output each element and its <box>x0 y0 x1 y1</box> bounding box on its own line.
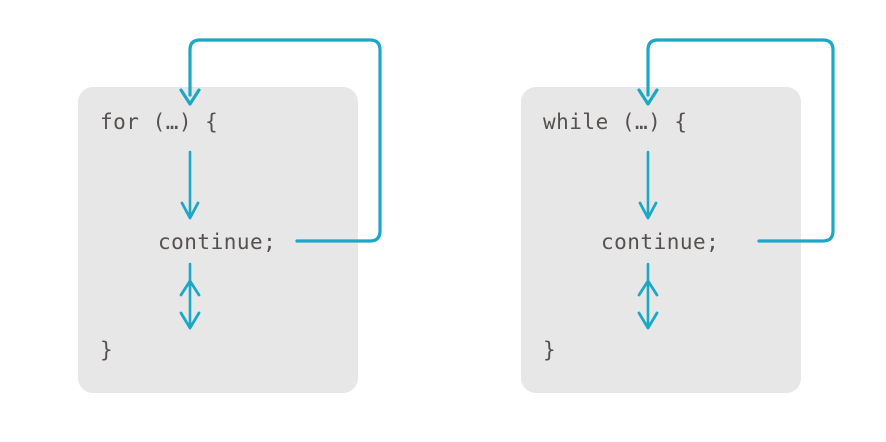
code-line-closing-brace: } <box>100 338 114 362</box>
code-line-closing-brace: } <box>543 338 557 362</box>
code-line-continue-statement: continue; <box>158 230 277 254</box>
code-line-continue-statement: continue; <box>601 230 720 254</box>
code-line-loop-header: while (…) { <box>543 110 688 134</box>
code-line-loop-header: for (…) { <box>100 110 219 134</box>
panel-while-loop: while (…) { continue; } <box>443 0 886 442</box>
panel-for-loop: for (…) { continue; } <box>78 38 382 393</box>
